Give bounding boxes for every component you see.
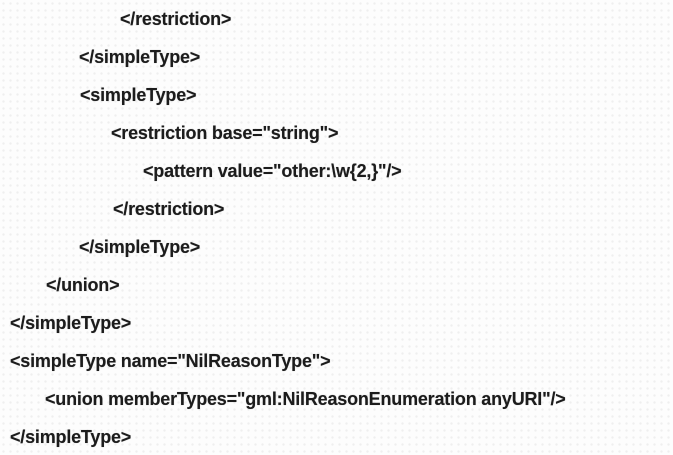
code-line: <simpleType> [80, 84, 197, 105]
code-line: </simpleType> [79, 46, 201, 67]
code-line: </restriction> [120, 8, 232, 29]
code-line: <union memberTypes="gml:NilReasonEnumera… [45, 388, 566, 409]
code-line: </simpleType> [10, 426, 132, 447]
code-line: </restriction> [113, 198, 225, 219]
code-line: </simpleType> [10, 312, 132, 333]
code-line: </simpleType> [79, 236, 201, 257]
code-line: <simpleType name="NilReasonType"> [10, 350, 331, 371]
code-line: </union> [46, 274, 120, 295]
code-line: <pattern value="other:\w{2,}"/> [143, 160, 402, 181]
code-line: <restriction base="string"> [111, 122, 339, 143]
